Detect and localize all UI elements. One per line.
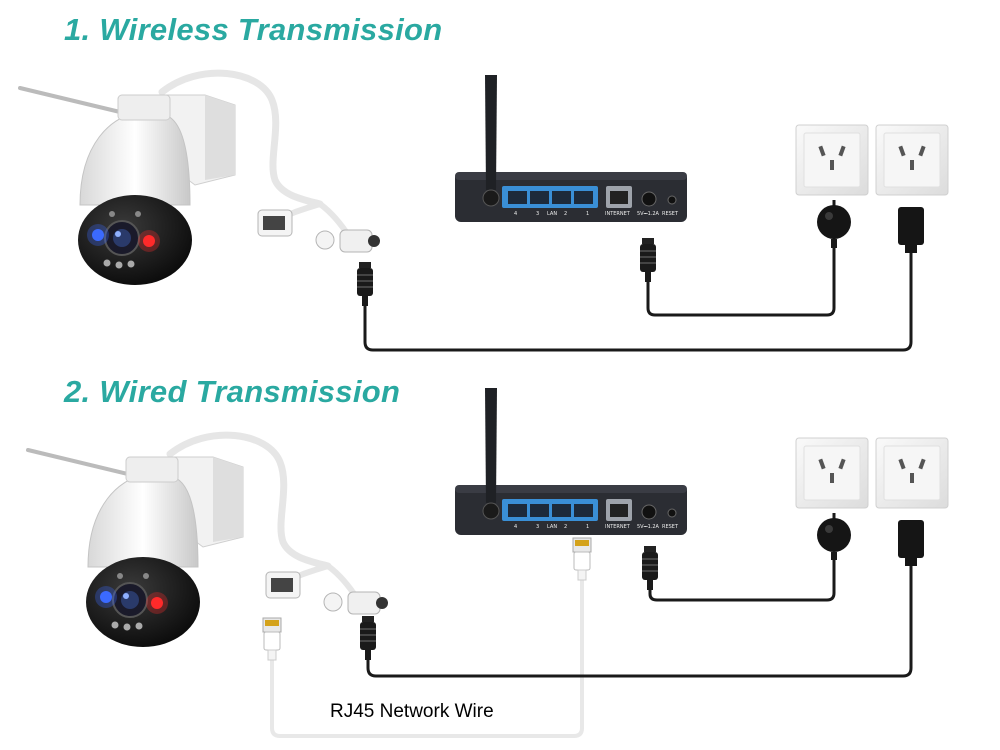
power-adapter-icon [898,207,924,253]
wall-socket-icon [796,438,948,508]
router-icon [455,388,687,535]
power-adapter-icon [817,513,851,560]
svg-text:3: 3 [536,211,539,217]
router-power-cable [648,235,834,315]
svg-text:5V⎓1.2A: 5V⎓1.2A [637,211,660,217]
camera-power-cable [365,250,911,350]
svg-text:LAN: LAN [547,524,557,530]
svg-text:RESET: RESET [662,524,679,530]
dc-plug-icon [357,262,373,306]
router-power-cable [650,555,834,600]
svg-text:INTERNET: INTERNET [605,211,631,217]
dc-plug-icon [640,238,656,282]
wall-socket-icon [796,125,948,195]
wireless-setup: 4 3 LAN 2 1 INTERNET 5V⎓1.2A RESET [20,73,948,350]
svg-text:5V⎓1.2A: 5V⎓1.2A [637,524,660,530]
dc-plug-icon [360,616,376,660]
network-wire-label: RJ45 Network Wire [330,701,494,723]
svg-text:2: 2 [564,211,567,217]
wired-setup: 4 3 LAN 2 1 INTERNET 5V⎓1.2A RESET [28,388,948,736]
svg-text:3: 3 [536,524,539,530]
svg-text:2: 2 [564,524,567,530]
rj45-plug-icon [263,618,281,660]
dc-plug-icon [642,546,658,590]
svg-text:1: 1 [586,524,589,530]
svg-text:4: 4 [514,524,517,530]
svg-text:INTERNET: INTERNET [605,524,631,530]
rj45-plug-icon [573,538,591,580]
camera-power-cable [368,565,911,676]
svg-text:LAN: LAN [547,211,557,217]
svg-text:1: 1 [586,211,589,217]
ptz-camera-icon [20,73,380,285]
svg-text:4: 4 [514,211,517,217]
router-icon [455,75,687,222]
power-adapter-icon [817,200,851,248]
power-adapter-icon [898,520,924,566]
svg-text:RESET: RESET [662,211,679,217]
ptz-camera-icon [28,435,388,647]
